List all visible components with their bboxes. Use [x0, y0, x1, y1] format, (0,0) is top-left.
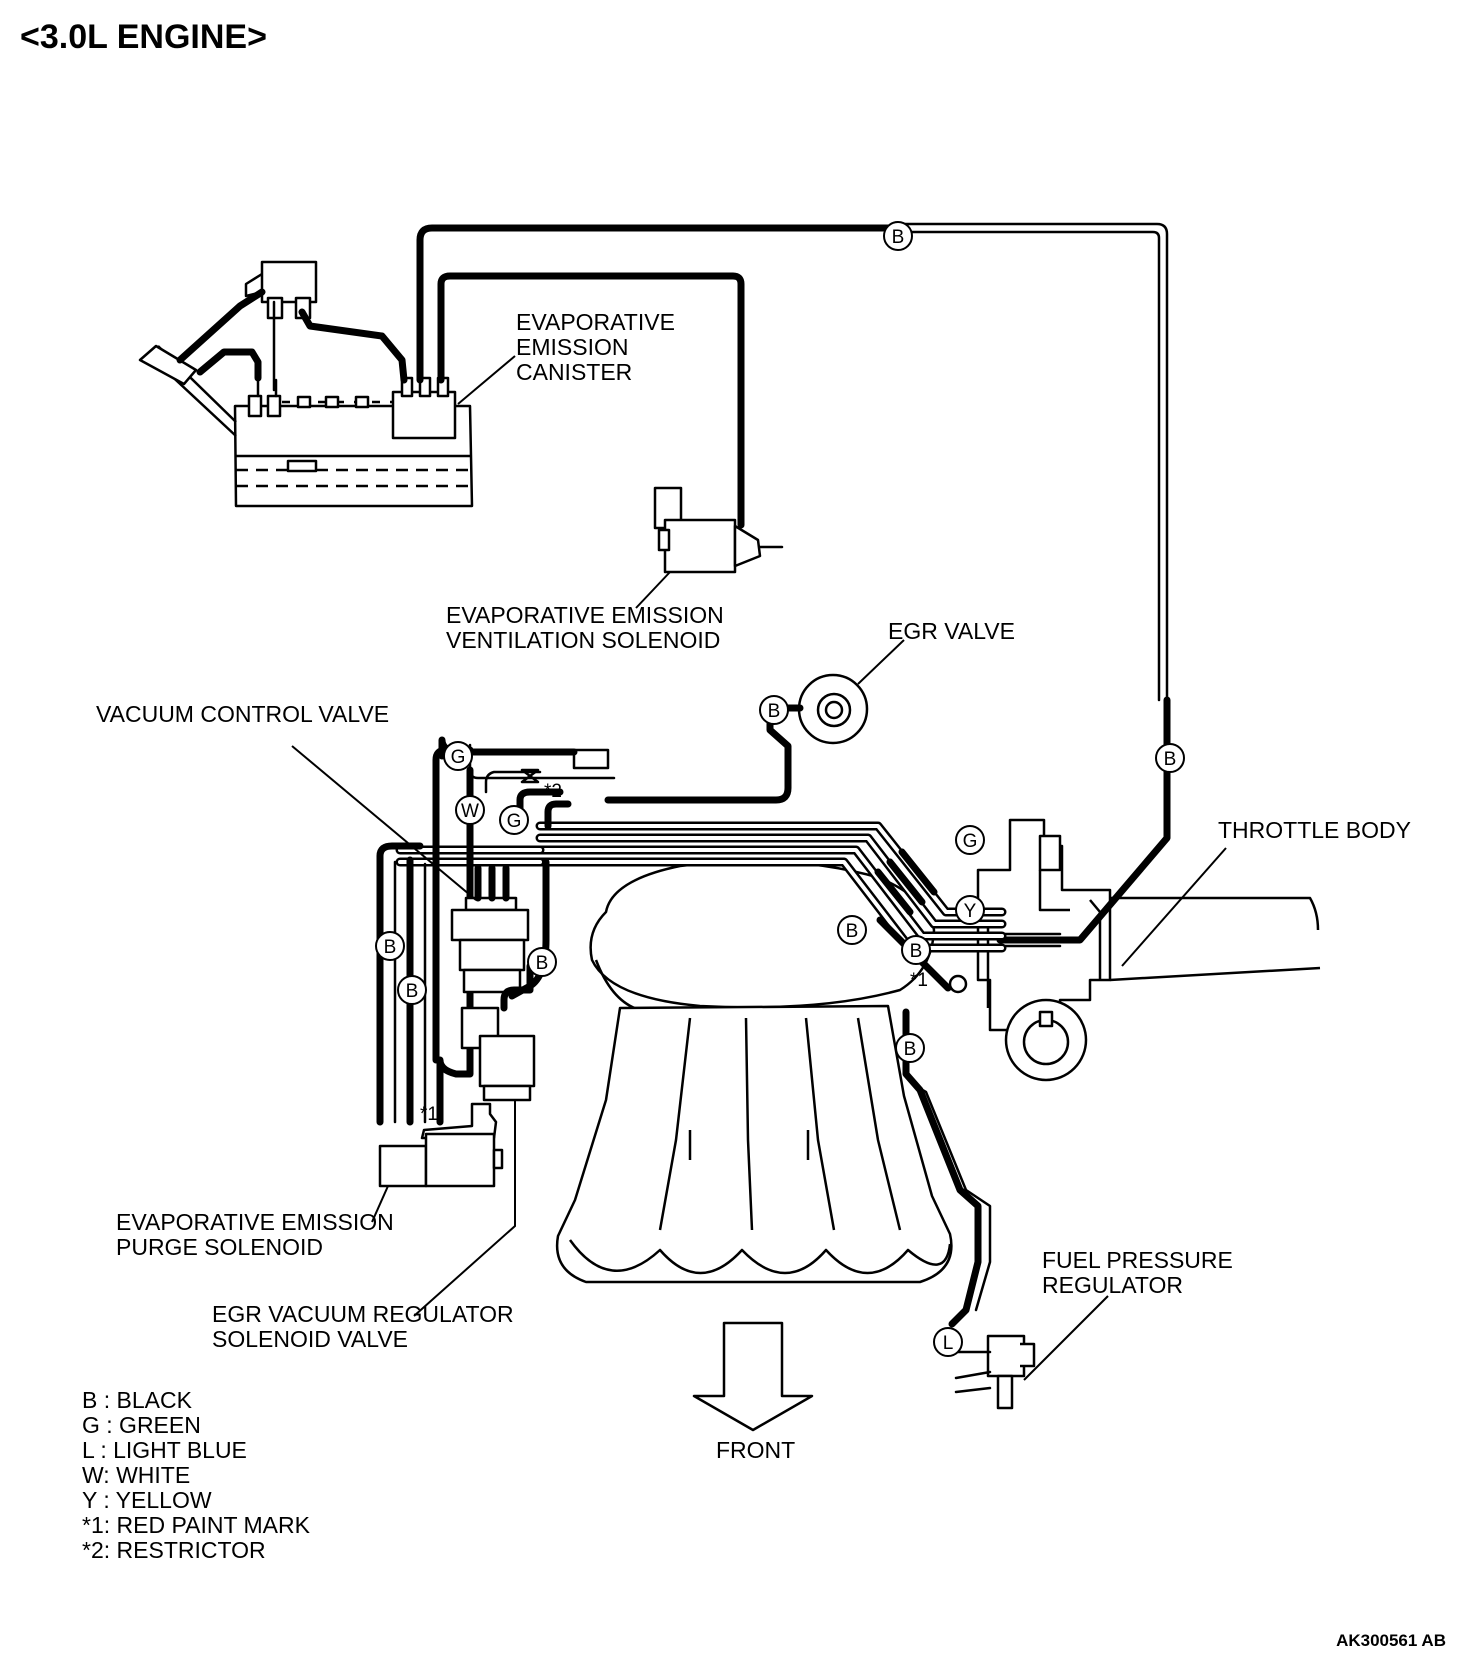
hose-canister-to-throttle-thin	[898, 222, 1169, 702]
hose-canister-to-throttle	[416, 224, 904, 384]
tag-b-purge-2: B	[397, 975, 427, 1005]
tag-y: Y	[955, 895, 985, 925]
label-throttle-body: THROTTLE BODY	[1218, 817, 1411, 843]
label-ventilation-2: VENTILATION SOLENOID	[446, 627, 720, 653]
svg-text:L: L	[943, 1333, 954, 1354]
legend-item: W: WHITE	[82, 1462, 190, 1488]
label-fuel-regulator-1: FUEL PRESSURE	[1042, 1247, 1233, 1273]
tag-w: W	[455, 795, 485, 825]
label-egr-regulator-2: SOLENOID VALVE	[212, 1326, 408, 1352]
svg-text:B: B	[536, 953, 549, 974]
tag-b-egr: B	[759, 695, 789, 725]
note-red-mark-purge: *1	[420, 1104, 438, 1125]
hose-canister-to-ventilation	[437, 272, 745, 529]
svg-text:Y: Y	[964, 901, 977, 922]
label-canister-2: EMISSION	[516, 334, 628, 360]
tag-b-bundle: B	[837, 915, 867, 945]
intake-manifold	[555, 859, 953, 1284]
label-vacuum-control-valve: VACUUM CONTROL VALVE	[96, 701, 389, 727]
egr-vacuum-regulator	[413, 962, 544, 1317]
legend-item: *1: RED PAINT MARK	[82, 1512, 311, 1538]
tag-b-throttle-vertical: B	[1155, 743, 1185, 773]
label-egr-valve: EGR VALVE	[888, 618, 1015, 644]
tag-b-purge-1: B	[375, 931, 405, 961]
svg-text:G: G	[451, 747, 466, 768]
tag-b-top: B	[883, 221, 913, 251]
legend-item: *2: RESTRICTOR	[82, 1537, 266, 1563]
legend-item: Y : YELLOW	[82, 1487, 212, 1513]
front-arrow	[692, 1321, 814, 1432]
tag-g-middle: G	[499, 805, 529, 835]
svg-text:B: B	[846, 921, 859, 942]
tag-g-upper: G	[443, 741, 473, 771]
label-canister-3: CANISTER	[516, 359, 632, 385]
hose-purge-b1	[376, 842, 424, 1126]
hose-vacuum-g	[436, 766, 474, 1126]
purge-solenoid	[371, 1102, 504, 1223]
throttle-body	[976, 818, 1321, 1082]
egr-valve	[797, 639, 905, 745]
canister-port-block	[391, 390, 457, 440]
vacuum-control-valve	[291, 745, 530, 994]
canister-assembly	[138, 260, 474, 508]
svg-text:B: B	[910, 941, 923, 962]
tag-b-red-mark: B	[901, 935, 931, 965]
legend-item: L : LIGHT BLUE	[82, 1437, 247, 1463]
svg-text:G: G	[507, 811, 522, 832]
tag-b-fuel: B	[895, 1033, 925, 1063]
fuel-pressure-regulator	[902, 1008, 1109, 1410]
tag-b-regulator: B	[527, 947, 557, 977]
svg-text:B: B	[904, 1039, 917, 1060]
label-ventilation-1: EVAPORATIVE EMISSION	[446, 602, 724, 628]
svg-text:B: B	[384, 937, 397, 958]
label-canister-1: EVAPORATIVE	[516, 309, 675, 335]
tag-g-throttle: G	[955, 825, 985, 855]
figure-code: AK300561 AB	[1336, 1631, 1446, 1650]
svg-text:W: W	[461, 801, 479, 822]
label-egr-regulator-1: EGR VACUUM REGULATOR	[212, 1301, 514, 1327]
label-fuel-regulator-2: REGULATOR	[1042, 1272, 1183, 1298]
svg-text:B: B	[768, 701, 781, 722]
label-purge-1: EVAPORATIVE EMISSION	[116, 1209, 394, 1235]
ventilation-solenoid	[635, 486, 784, 609]
legend-item: G : GREEN	[82, 1412, 201, 1438]
legend-item: B : BLACK	[82, 1387, 193, 1413]
tag-l: L	[933, 1327, 963, 1357]
label-front: FRONT	[716, 1437, 795, 1463]
svg-text:B: B	[1164, 749, 1177, 770]
label-purge-2: PURGE SOLENOID	[116, 1234, 323, 1260]
svg-text:G: G	[963, 831, 978, 852]
svg-text:B: B	[892, 227, 905, 248]
svg-text:B: B	[406, 981, 419, 1002]
note-restrictor: *2	[544, 781, 562, 802]
hose-egr-valve	[604, 704, 804, 804]
note-red-mark-throttle: *1	[910, 970, 928, 991]
page-title: <3.0L ENGINE>	[20, 18, 267, 56]
legend: B : BLACK G : GREEN L : LIGHT BLUE W: WH…	[82, 1387, 311, 1563]
